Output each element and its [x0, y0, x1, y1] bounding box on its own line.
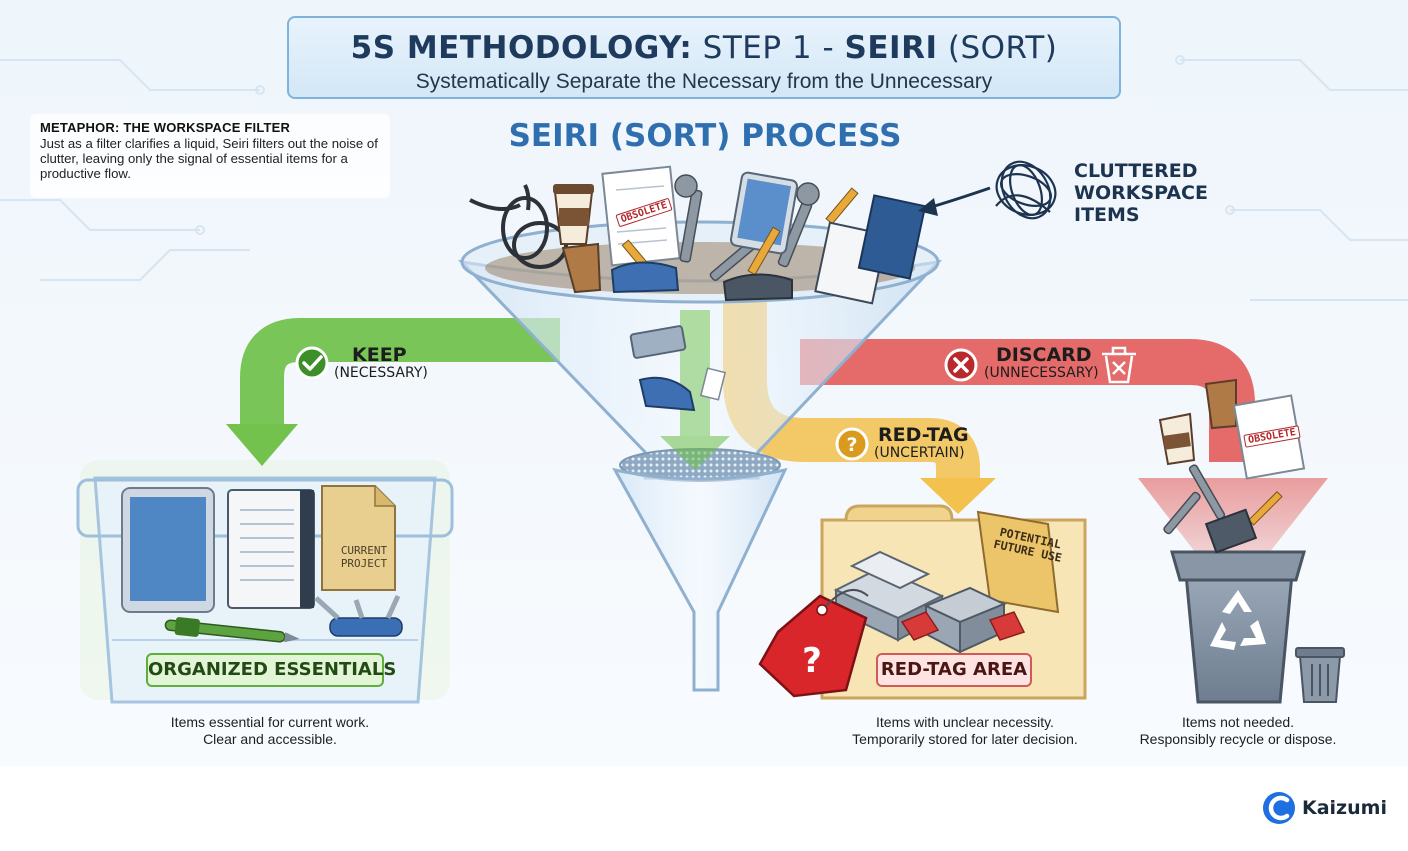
keep-label: KEEP (NECESSARY)	[334, 344, 428, 381]
red-tag-label: RED-TAG (UNCERTAIN)	[874, 424, 969, 461]
circuit-decoration	[0, 55, 1408, 301]
discard-label: DISCARD (UNNECESSARY)	[984, 344, 1099, 381]
keep-label-head: KEEP	[352, 344, 407, 366]
discarded-items	[1158, 378, 1306, 554]
metaphor-title: METAPHOR: THE WORKSPACE FILTER	[40, 120, 291, 135]
caption-line: Clear and accessible.	[203, 731, 337, 747]
svg-text:?: ?	[846, 434, 857, 456]
caption-line: Items with unclear necessity.	[876, 714, 1054, 730]
keep-arrow	[226, 318, 560, 466]
title-part-seiri: SEIRI	[844, 30, 938, 66]
question-icon: ?	[835, 427, 869, 461]
keep-caption: Items essential for current work. Clear …	[120, 714, 420, 748]
organized-essentials-badge: ORGANIZED ESSENTIALS	[146, 653, 396, 687]
caption-line: Items essential for current work.	[170, 714, 370, 730]
funnel-items	[629, 325, 727, 412]
svg-text:?: ?	[802, 641, 822, 681]
title-part-methodology: 5S METHODOLOGY:	[350, 30, 693, 66]
organized-essentials-bin	[76, 460, 454, 704]
page-subtitle: Systematically Separate the Necessary fr…	[415, 70, 993, 93]
page-title: 5S METHODOLOGY: STEP 1 - SEIRI (SORT)	[289, 30, 1119, 66]
tangle-icon	[995, 160, 1057, 220]
recycle-bin	[1170, 550, 1345, 704]
cluttered-workspace-label: CLUTTERED WORKSPACE ITEMS	[1074, 160, 1224, 226]
clutter-label-line: CLUTTERED	[1074, 160, 1198, 182]
tag-icon: ?	[758, 588, 869, 698]
kaizumi-logo-icon	[1263, 792, 1295, 824]
keep-label-sub: (NECESSARY)	[334, 365, 428, 381]
current-project-folder-label: CURRENT PROJECT	[340, 544, 388, 570]
metaphor-panel: METAPHOR: THE WORKSPACE FILTER Just as a…	[30, 114, 390, 198]
title-part-step: STEP 1 -	[702, 30, 835, 66]
recycle-icon	[1210, 590, 1266, 650]
clutter-pointer-arrow	[918, 186, 991, 216]
process-title: SEIRI (SORT) PROCESS	[508, 118, 902, 154]
caption-line: Temporarily stored for later decision.	[852, 731, 1078, 747]
red-tag-label-head: RED-TAG	[878, 424, 969, 446]
title-part-sort: (SORT)	[947, 30, 1058, 66]
red-tag-label-sub: (UNCERTAIN)	[874, 445, 965, 461]
metaphor-body: Just as a filter clarifies a liquid, Sei…	[40, 136, 378, 181]
brand-name: Kaizumi	[1302, 797, 1387, 819]
caption-line: Responsibly recycle or dispose.	[1139, 731, 1337, 747]
trash-icon	[1102, 346, 1136, 384]
close-icon	[944, 348, 978, 382]
check-icon	[295, 346, 329, 380]
red-tag-area-badge: RED-TAG AREA	[876, 653, 1032, 687]
clutter-label-line: WORKSPACE	[1074, 182, 1208, 204]
discard-label-sub: (UNNECESSARY)	[984, 365, 1099, 381]
clutter-label-line: ITEMS	[1074, 204, 1140, 226]
discard-label-head: DISCARD	[996, 344, 1092, 366]
red-tag-caption: Items with unclear necessity. Temporaril…	[815, 714, 1115, 748]
title-banner: 5S METHODOLOGY: STEP 1 - SEIRI (SORT) Sy…	[287, 16, 1121, 99]
caption-line: Items not needed.	[1181, 714, 1295, 730]
discard-caption: Items not needed. Responsibly recycle or…	[1098, 714, 1378, 748]
